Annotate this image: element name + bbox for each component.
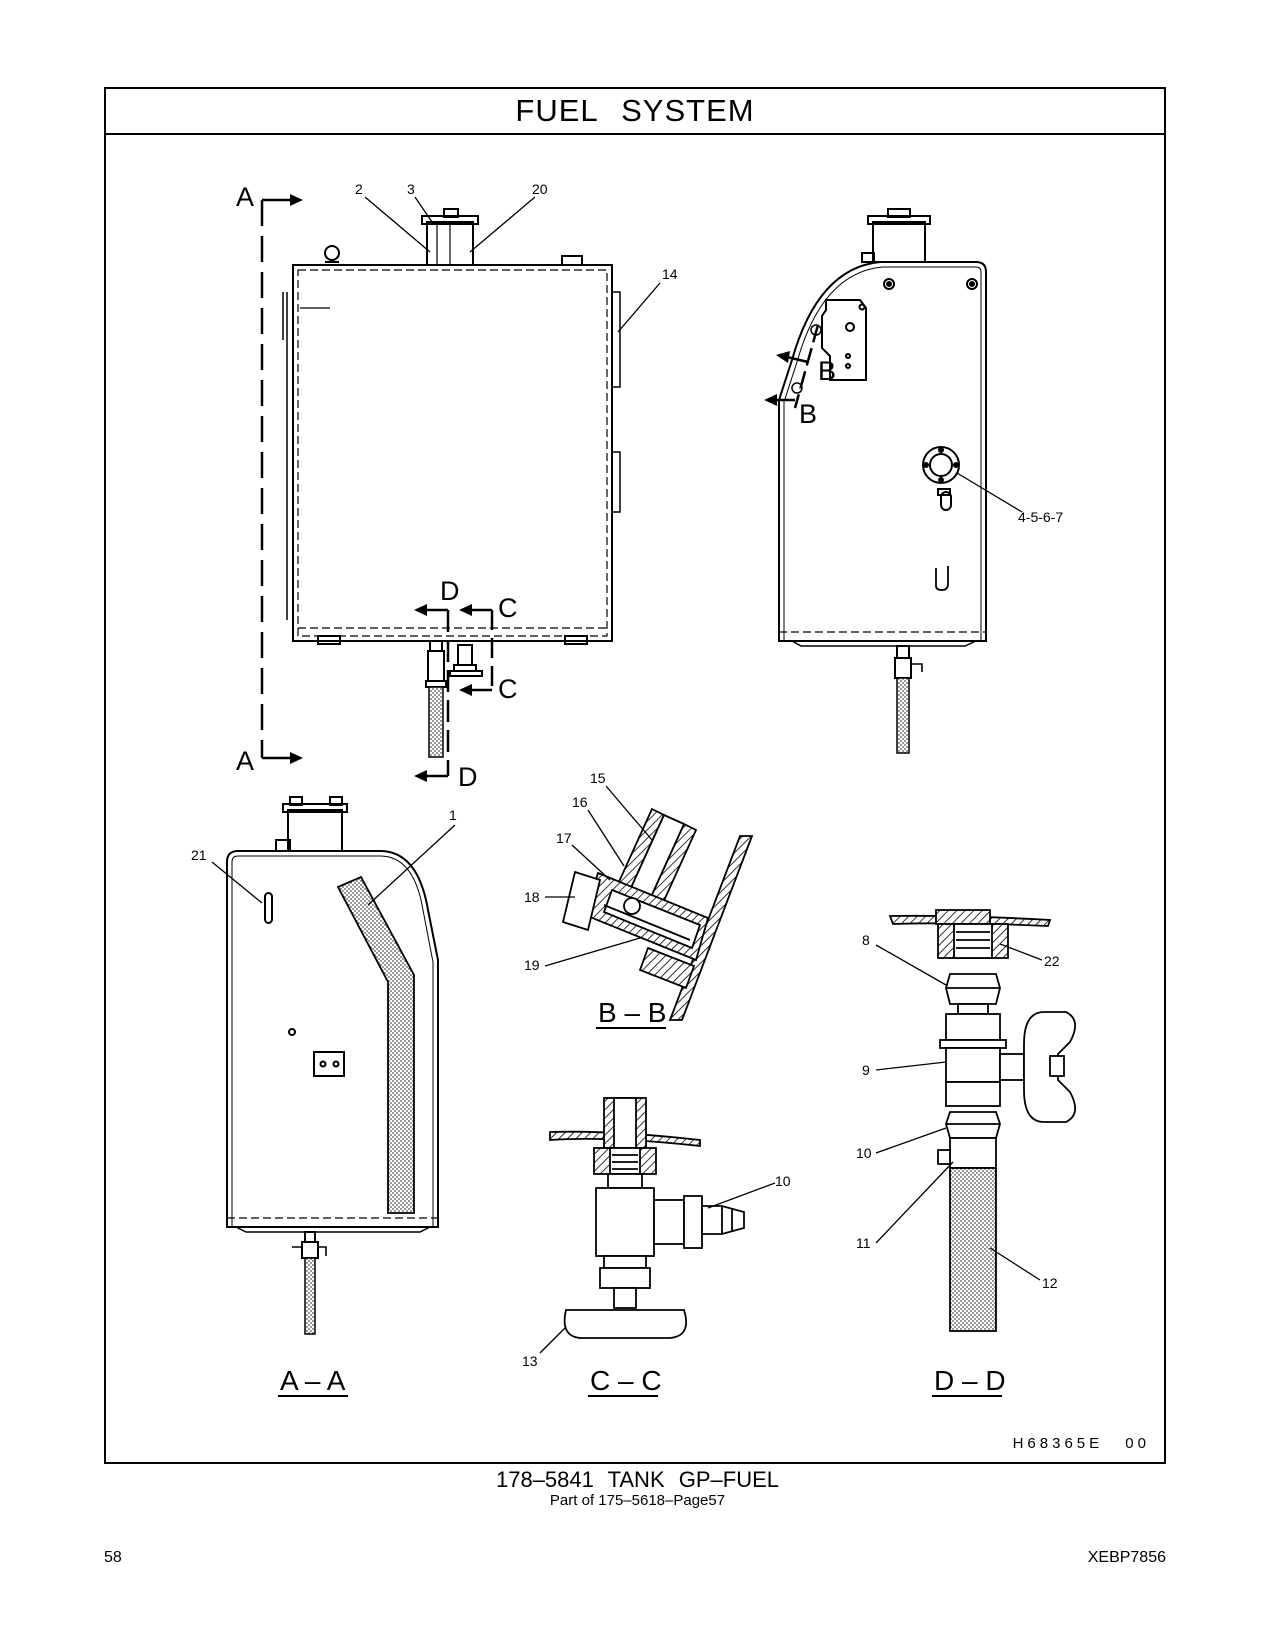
callout-8: 8 <box>862 932 870 948</box>
section-d-cut-line: D D <box>414 576 478 792</box>
callout-4-5-6-7: 4-5-6-7 <box>1018 509 1063 525</box>
section-aa-view <box>226 796 440 1335</box>
section-cc-view <box>549 1097 745 1339</box>
callout-21: 21 <box>191 847 207 863</box>
callout-11: 11 <box>856 1235 871 1251</box>
section-dd-view <box>888 909 1076 1332</box>
section-title-dd: D – D <box>934 1365 1006 1396</box>
page-title: FUEL SYSTEM <box>106 89 1164 135</box>
part-caption: 178–5841 TANK GP–FUEL <box>495 1467 779 1492</box>
drawing-code: H68365E 00 <box>1012 1435 1150 1452</box>
callout-2: 2 <box>355 181 363 197</box>
side-view-callouts: 4-5-6-7 <box>956 472 1063 525</box>
front-view <box>282 208 621 758</box>
section-marker-d-top: D <box>440 576 460 606</box>
callout-10-dd: 10 <box>856 1145 872 1161</box>
section-marker-a-top: A <box>236 182 254 212</box>
callout-15: 15 <box>590 770 606 786</box>
section-a-cut-line: A A <box>236 182 303 776</box>
part-reference: Part of 175–5618–Page57 <box>549 1492 726 1509</box>
callout-14: 14 <box>662 266 678 282</box>
section-marker-a-bottom: A <box>236 746 254 776</box>
front-view-callouts: 2 3 20 14 <box>355 181 678 333</box>
section-title-bb: B – B <box>598 997 666 1028</box>
callout-20: 20 <box>532 181 548 197</box>
drawing-frame: FUEL SYSTEM H68365E 00 <box>104 87 1166 1464</box>
section-b-cut-line: B B <box>764 324 836 429</box>
section-marker-d-bottom: D <box>458 762 478 792</box>
section-marker-c-top: C <box>498 593 518 623</box>
callout-13: 13 <box>522 1353 538 1369</box>
callout-3: 3 <box>407 181 415 197</box>
callout-17: 17 <box>556 830 572 846</box>
callout-1: 1 <box>449 807 457 823</box>
section-title-aa: A – A <box>280 1365 346 1396</box>
side-view <box>778 208 987 754</box>
section-marker-b-upper: B <box>818 356 836 386</box>
callout-12: 12 <box>1042 1275 1058 1291</box>
section-aa-callouts: 1 21 <box>191 807 457 906</box>
callout-19: 19 <box>524 957 540 973</box>
section-dd-callouts: 8 22 9 10 11 12 <box>856 932 1060 1291</box>
page-number: 58 <box>104 1549 122 1566</box>
callout-22: 22 <box>1044 953 1060 969</box>
section-bb-view <box>561 807 754 1021</box>
section-bb-callouts: 15 16 17 18 19 <box>524 770 653 973</box>
callout-10-cc: 10 <box>775 1173 791 1189</box>
section-cc-callouts: 10 13 <box>522 1173 791 1369</box>
section-title-cc: C – C <box>590 1365 662 1396</box>
section-c-cut-line: C C <box>459 593 518 704</box>
callout-16: 16 <box>572 794 588 810</box>
callout-18: 18 <box>524 889 540 905</box>
section-marker-b-lower: B <box>799 399 817 429</box>
callout-9: 9 <box>862 1062 870 1078</box>
document-code: XEBP7856 <box>1087 1549 1166 1566</box>
section-marker-c-bottom: C <box>498 674 518 704</box>
